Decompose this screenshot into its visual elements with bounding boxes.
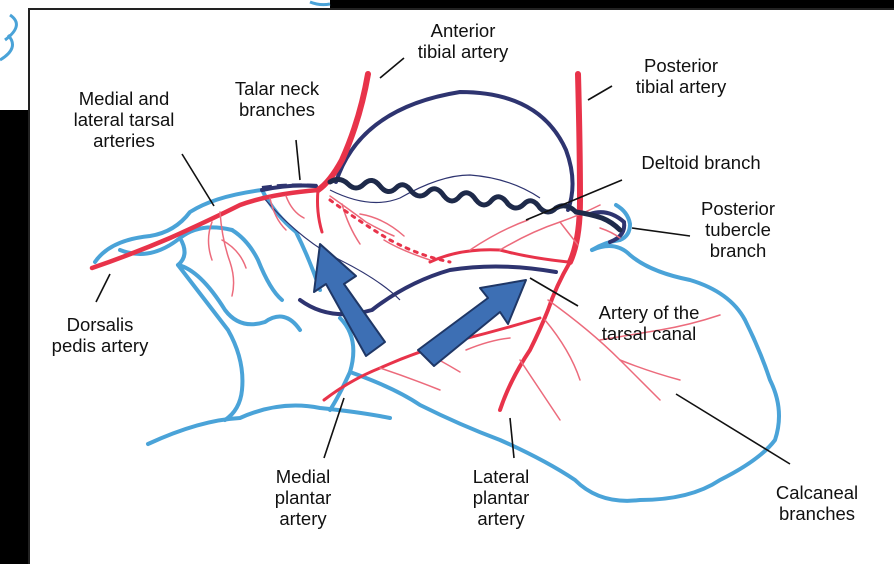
label-anterior-tibial-artery: Anterior tibial artery [398,20,528,62]
talar-facet-lines [262,175,540,300]
label-lateral-plantar-artery: Lateral plantar artery [456,466,546,529]
talar-neck-branches [318,190,323,232]
label-medial-lateral-tarsal-arteries: Medial and lateral tarsal arteries [58,88,190,151]
medial-cuneiform-outline [232,230,282,300]
label-deltoid-branch: Deltoid branch [626,152,776,173]
tarsal-canal-artery [430,250,568,262]
label-dorsalis-pedis-artery: Dorsalis pedis artery [34,314,166,356]
label-posterior-tubercle-branch: Posterior tubercle branch [686,198,790,261]
cuboid-outline [178,238,300,330]
label-artery-of-tarsal-canal: Artery of the tarsal canal [580,302,718,344]
calcaneus-sustentaculum [330,318,353,410]
corner-decoration [0,2,330,60]
arrow-right-icon [418,280,526,366]
label-talar-neck-branches: Talar neck branches [222,78,332,120]
arrow-left-icon [314,244,385,356]
label-posterior-tibial-artery: Posterior tibial artery [618,55,744,97]
sole-outline [148,406,390,444]
label-medial-plantar-artery: Medial plantar artery [258,466,348,529]
talar-dome [336,92,573,210]
label-calcaneal-branches: Calcaneal branches [762,482,872,524]
